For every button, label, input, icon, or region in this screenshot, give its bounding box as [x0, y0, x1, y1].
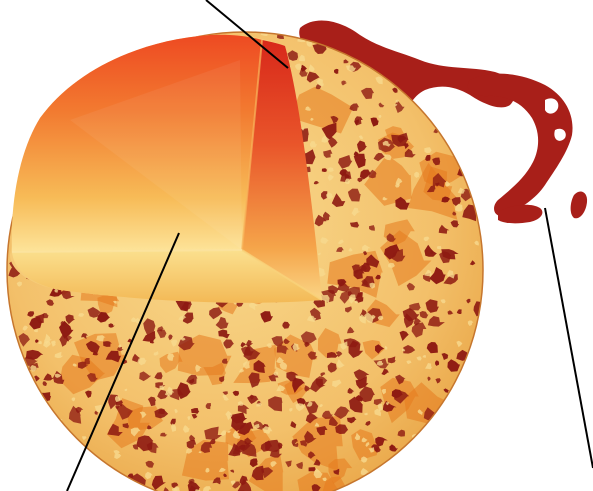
- leader-line-prominence: [545, 208, 593, 468]
- granule: [309, 467, 316, 471]
